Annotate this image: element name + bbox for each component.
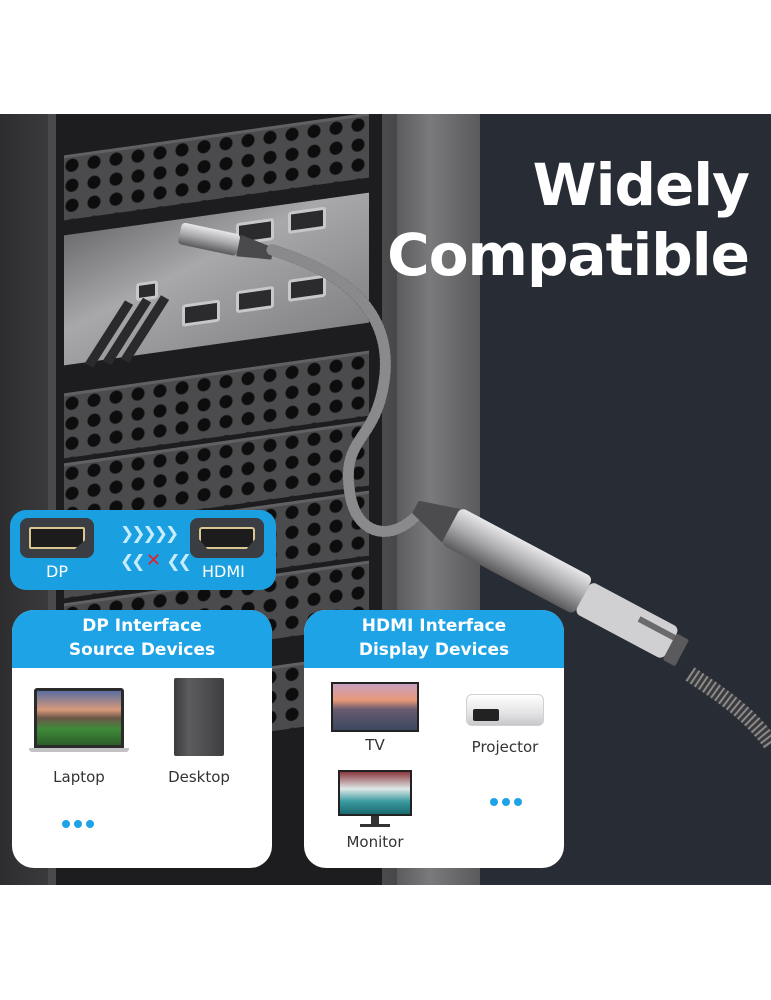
hdmi-connector-tile <box>190 518 264 558</box>
device-label: TV <box>365 736 385 754</box>
device-label: Monitor <box>346 833 404 851</box>
source-devices-card: DP Interface Source Devices Laptop Deskt… <box>12 610 272 868</box>
laptop-base <box>29 748 129 752</box>
dp-to-hdmi-cable <box>178 222 771 749</box>
device-label: Laptop <box>53 768 105 786</box>
more-dots-icon <box>490 798 522 806</box>
laptop-icon <box>34 688 124 748</box>
monitor-foot <box>360 824 390 827</box>
forward-arrows-icon: ❯❯❯❯❯ <box>120 524 179 544</box>
device-label: Desktop <box>168 768 230 786</box>
product-image: Widely Compatible ❯❯❯❯❯ ❮❮ ❮❮ ✕ DP HDMI … <box>0 114 771 885</box>
dp-connector-tile <box>20 518 94 558</box>
reverse-arrows-left: ❮❮ <box>120 552 145 572</box>
display-card-title-line-1: HDMI Interface <box>361 616 507 636</box>
source-card-header: DP Interface Source Devices <box>12 610 272 668</box>
hdmi-adapter-housing <box>412 500 689 666</box>
device-monitor: Monitor <box>320 770 430 851</box>
headline: Widely Compatible <box>387 150 750 290</box>
hdmi-label: HDMI <box>202 562 245 581</box>
tv-icon <box>331 682 419 732</box>
more-dots-icon <box>62 820 94 828</box>
projector-icon <box>466 694 544 726</box>
display-card-header: HDMI Interface Display Devices <box>304 610 564 668</box>
device-projector: Projector <box>450 684 560 756</box>
display-devices-card: HDMI Interface Display Devices TV Projec… <box>304 610 564 868</box>
device-laptop: Laptop <box>24 688 134 786</box>
device-desktop: Desktop <box>144 678 254 786</box>
blocked-x-icon: ✕ <box>146 550 162 571</box>
display-card-title-line-2: Display Devices <box>358 640 510 660</box>
reverse-arrows-icon: ❮❮ ❮❮ <box>120 552 192 572</box>
headline-line-1: Widely <box>532 151 750 219</box>
headline-line-2: Compatible <box>387 221 750 289</box>
source-card-title-line-1: DP Interface <box>82 616 202 636</box>
monitor-stand <box>371 816 379 824</box>
source-card-title-line-2: Source Devices <box>68 640 216 660</box>
tv-feet <box>333 732 417 736</box>
reverse-arrows-right: ❮❮ <box>166 552 191 572</box>
desktop-tower-icon <box>174 678 224 756</box>
dp-label: DP <box>46 562 68 581</box>
dp-plug <box>178 222 274 260</box>
hdmi-icon <box>199 527 255 549</box>
device-label: Projector <box>471 738 539 756</box>
displayport-icon <box>29 527 85 549</box>
direction-badge: ❯❯❯❯❯ ❮❮ ❮❮ ✕ DP HDMI <box>10 510 276 590</box>
device-tv: TV <box>320 682 430 754</box>
monitor-icon <box>338 770 412 816</box>
